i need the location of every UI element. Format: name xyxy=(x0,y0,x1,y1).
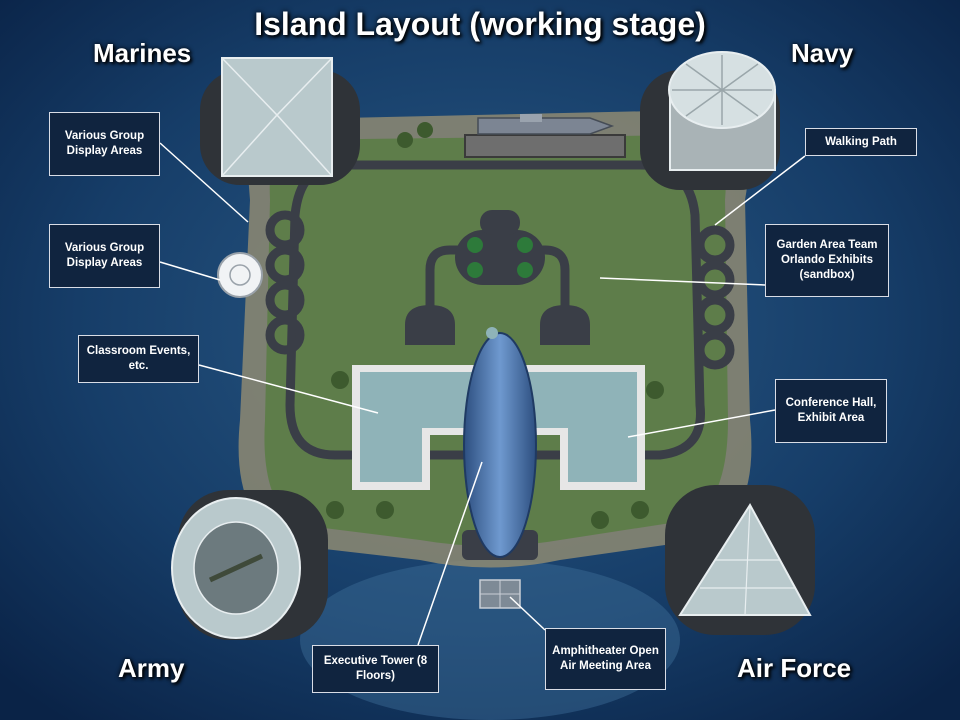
diagram-title: Island Layout (working stage) xyxy=(254,6,706,42)
trees xyxy=(326,122,664,529)
label-marines: Marines xyxy=(93,38,192,68)
callout-amphitheater: Amphitheater Open Air Meeting Area xyxy=(545,628,666,690)
callout-conference-hall: Conference Hall, Exhibit Area xyxy=(775,379,887,443)
amphitheater xyxy=(479,579,521,609)
callout-leader-lines xyxy=(159,142,806,646)
callout-group-display-2: Various Group Display Areas xyxy=(49,224,160,288)
callout-group-display-1: Various Group Display Areas xyxy=(49,112,160,176)
army-building xyxy=(171,490,328,640)
callout-garden-area: Garden Area Team Orlando Exhibits (sandb… xyxy=(765,224,889,297)
right-serpentine-path xyxy=(695,225,735,370)
air-force-building xyxy=(665,485,815,635)
callout-walking-path: Walking Path xyxy=(805,128,917,156)
garden-area xyxy=(405,210,590,345)
left-serpentine-path xyxy=(265,210,305,355)
label-air-force: Air Force xyxy=(737,653,852,683)
ship-bridge xyxy=(520,114,542,122)
label-navy: Navy xyxy=(791,38,854,68)
navy-ship xyxy=(477,117,615,135)
navy-building xyxy=(640,51,780,190)
north-dock xyxy=(464,134,626,158)
executive-tower xyxy=(462,327,538,560)
callout-executive-tower: Executive Tower (8 Floors) xyxy=(312,645,439,693)
marines-building xyxy=(200,57,360,185)
callout-classroom: Classroom Events, etc. xyxy=(78,335,199,383)
group-display-gazebo xyxy=(217,252,263,298)
label-army: Army xyxy=(118,653,185,683)
